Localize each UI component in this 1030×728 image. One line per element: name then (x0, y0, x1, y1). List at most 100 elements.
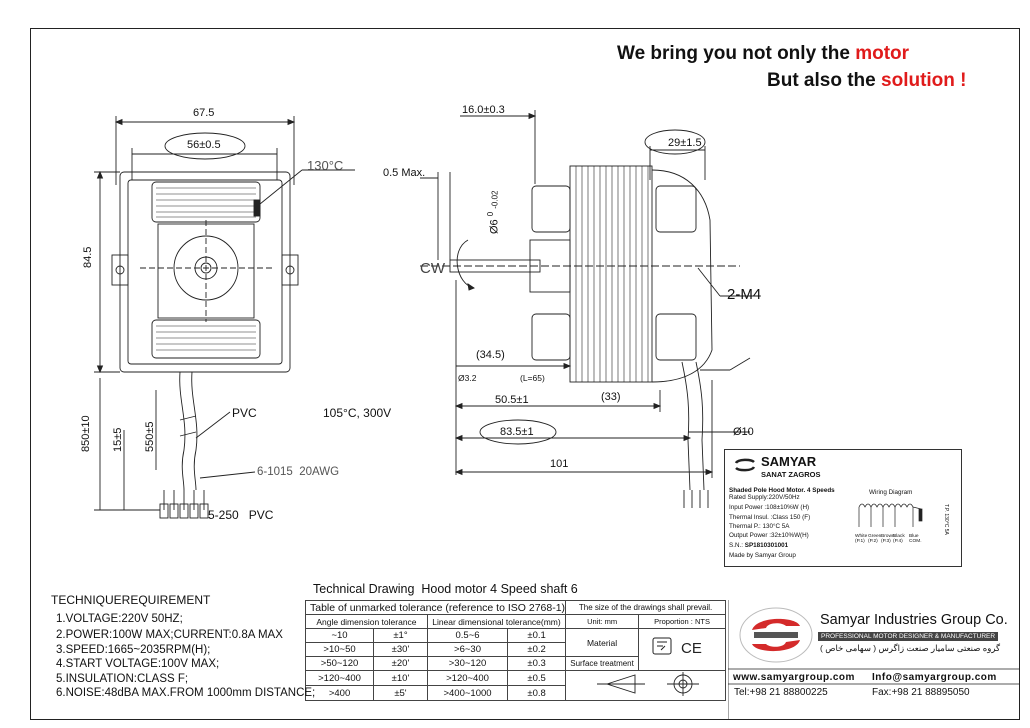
projection-symbol-icon (596, 672, 699, 696)
tol-row-1-angle-tol: ±1° (373, 628, 428, 643)
tol-row-3-angle: >50~120 (304, 656, 375, 671)
tol-row-2-linear-tol: ±0.2 (507, 642, 567, 657)
nameplate-input: Input Power :108±10%W (H) (729, 504, 810, 511)
linear-header: Linear dimensional tolerance(mm) (426, 614, 567, 629)
angle-header: Angle dimension tolerance (305, 614, 428, 629)
tol-row-4-angle: >120~400 (304, 670, 375, 686)
wire-label-green: Green (P.2) (868, 534, 882, 544)
dim-05-max: 0.5 Max. (383, 167, 426, 179)
pvc-label: PVC (232, 406, 257, 420)
company-tagline: PROFESSIONAL MOTOR DESIGNER & MANUFACTUR… (818, 632, 999, 641)
ce-mark: CE (681, 640, 702, 657)
slogan-line-1: We bring you not only the motor (617, 43, 910, 64)
tolerance-table: Table of unmarked tolerance (reference t… (304, 600, 727, 701)
dim-33: (33) (601, 391, 621, 403)
nameplate-sn: S.N.: SP1810301001 (729, 542, 788, 549)
tol-row-5-angle-tol: ±5' (373, 685, 428, 701)
company-farsi-name: گروه صنعتی سامیار صنعت زاگرس ( سهامی خاص… (820, 643, 1001, 653)
sn-value: SP1810301001 (744, 542, 789, 549)
sn-label: S.N.: (729, 542, 743, 549)
terminal-label: 5-250 PVC (208, 508, 274, 522)
nameplate-brand: SAMYAR (761, 454, 817, 469)
tol-row-2-angle: >10~50 (304, 642, 375, 657)
unit-cell: Unit: mm (565, 614, 640, 629)
dim-strip-15: 15±5 (112, 427, 124, 452)
wire-label-white: White (P.1) (855, 534, 868, 544)
side-view-drawing (420, 110, 760, 508)
tol-row-3-linear-tol: ±0.3 (507, 656, 567, 671)
temp-voltage-label: 105°C, 300V (323, 406, 392, 420)
scale-note: The size of the drawings shall prevail. (565, 600, 727, 615)
proportion-cell: Proportion : NTS (638, 614, 727, 629)
shaft-dia-label: Ø6 (488, 219, 501, 234)
nameplate-made-by: Made by Samyar Group (729, 552, 796, 559)
slogan-line-2: But also the solution ! (767, 70, 967, 91)
hole-label: Ø3.2 (458, 373, 477, 383)
tol-row-4-angle-tol: ±10' (373, 670, 428, 686)
tol-row-5-linear: >400~1000 (426, 685, 509, 701)
drawing-title: Technical Drawing Hood motor 4 Speed sha… (313, 582, 578, 596)
tol-row-5-linear-tol: ±0.8 (507, 685, 567, 701)
dim-width-total: 67.5 (193, 107, 215, 119)
dim-101: 101 (550, 458, 569, 470)
length-65-label: (L=65) (520, 373, 545, 383)
tolerance-header: Table of unmarked tolerance (reference t… (304, 600, 567, 615)
cw-label: CW (420, 260, 445, 277)
wire-label-brown: Brown (P.3) (881, 534, 895, 544)
shaft-tol-bottom: -0.02 (490, 190, 500, 209)
tol-row-1-linear: 0.5~6 (426, 628, 509, 643)
tol-row-5-angle: >400 (304, 685, 375, 701)
nameplate-protector: Thermal P.: 130°C 5A (729, 523, 790, 530)
tolerance-block: Table of unmarked tolerance (reference t… (304, 600, 727, 701)
front-view-drawing (94, 116, 355, 519)
projection-symbol-cell (565, 670, 727, 701)
motor-nameplate: SAMYAR SANAT ZAGROS Shaded Pole Hood Mot… (724, 449, 962, 567)
drawing-frame (30, 28, 1020, 720)
temperature-label: 130°C (307, 158, 344, 173)
dim-29: 29±1.5 (668, 137, 702, 149)
wiring-diagram-title: Wiring Diagram (869, 489, 913, 496)
dim-16: 16.0±0.3 (462, 104, 505, 116)
samyar-logo-icon (739, 607, 813, 663)
surface-cell: Surface treatment (565, 656, 640, 671)
shaft-tol-top: 0 (486, 211, 495, 217)
shaft-diameter: Ø6 0 -0.02 (486, 191, 501, 235)
company-website[interactable]: www.samyargroup.com (733, 672, 855, 683)
tol-row-2-linear: >6~30 (426, 642, 509, 657)
screw-label: 2-M4 (727, 286, 762, 303)
dim-34-5: (34.5) (476, 349, 505, 361)
requirement-4: 4.START VOLTAGE:100V MAX; (56, 658, 220, 670)
samyar-logo-small-icon (734, 458, 756, 472)
tol-row-3-angle-tol: ±20' (373, 656, 428, 671)
dim-83-5: 83.5±1 (500, 426, 534, 438)
wire-label-black: Black (P.4) (893, 534, 905, 544)
certification-icons: CE (652, 637, 702, 657)
tol-row-1-linear-tol: ±0.1 (507, 628, 567, 643)
requirement-5: 5.INSULATION:CLASS F; (56, 673, 189, 685)
tol-row-4-linear-tol: ±0.5 (507, 670, 567, 686)
nameplate-output: Output Power :32±10%W(H) (729, 532, 809, 539)
company-tel: Tel:+98 21 88800225 (734, 687, 828, 698)
nameplate-insul: Thermal Insul. :Class 150 (F) (729, 514, 811, 521)
requirement-1: 1.VOLTAGE:220V 50HZ; (56, 613, 183, 625)
nameplate-brand-sub: SANAT ZAGROS (761, 470, 821, 479)
wire-label-blue: Blue COM. (909, 534, 922, 544)
company-email[interactable]: Info@samyargroup.com (872, 672, 997, 683)
company-dividers (728, 600, 1020, 720)
company-name: Samyar Industries Group Co. (820, 612, 1008, 628)
dim-height: 84.5 (82, 246, 94, 268)
tol-row-1-angle: ~10 (304, 628, 375, 643)
wiring-diagram-icon (858, 503, 923, 527)
nameplate-supply: Rated Supply:220V/50Hz (729, 494, 800, 501)
thermal-protector-label: T.P. 130°C 5A (943, 504, 949, 535)
dim-phi-10: Ø10 (733, 426, 754, 438)
tol-row-3-linear: >30~120 (426, 656, 509, 671)
requirement-6: 6.NOISE:48dBA MAX.FROM 1000mm DISTANCE; (56, 687, 316, 699)
nameplate-title: Shaded Pole Hood Motor. 4 Speeds (729, 487, 835, 494)
company-fax: Fax:+98 21 88895050 (872, 687, 970, 698)
requirements-title: TECHNIQUEREQUIREMENT (51, 593, 211, 607)
tol-row-2-angle-tol: ±30' (373, 642, 428, 657)
requirement-2: 2.POWER:100W MAX;CURRENT:0.8A MAX (56, 629, 283, 641)
dim-50-5: 50.5±1 (495, 394, 529, 406)
tol-row-4-linear: >120~400 (426, 670, 509, 686)
